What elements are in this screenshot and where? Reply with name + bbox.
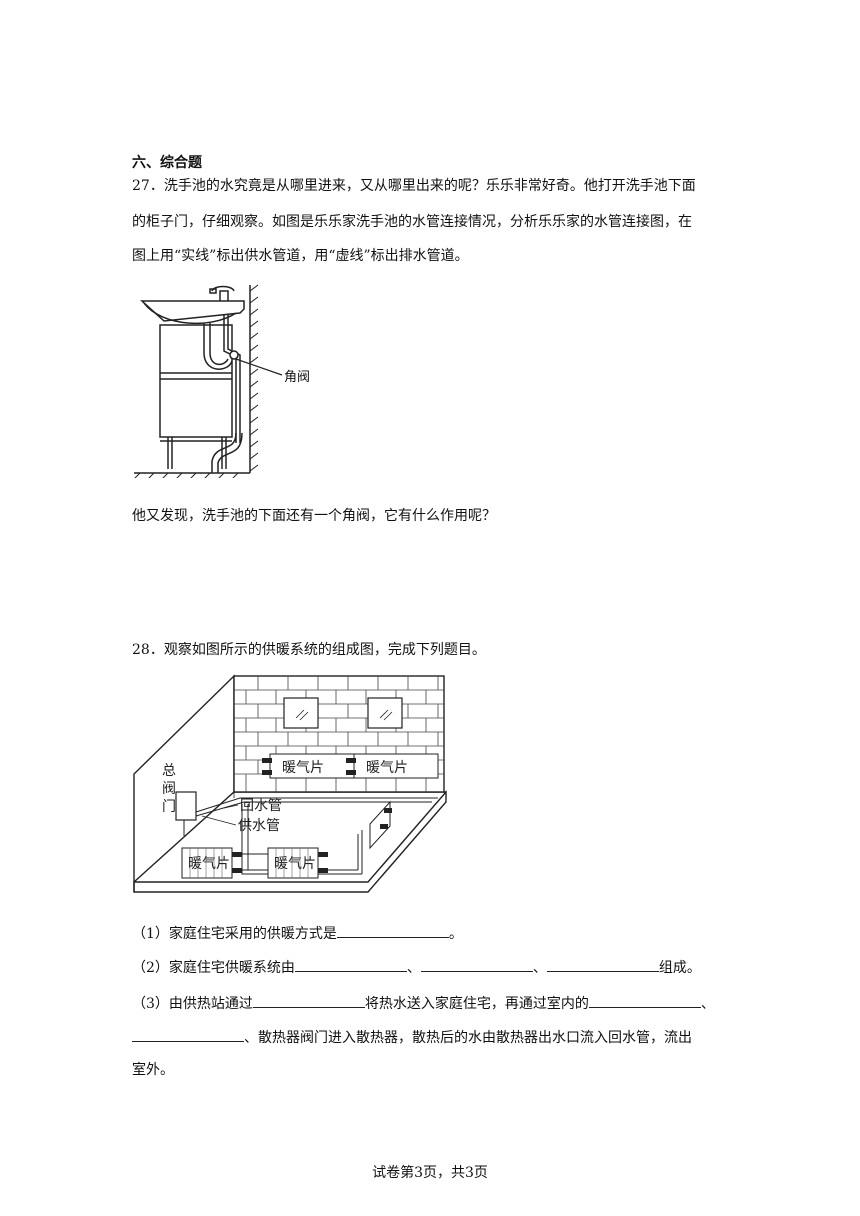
answer-blank[interactable] — [294, 956, 407, 972]
answer-blank[interactable] — [588, 992, 701, 1008]
q28-sub2: （2）家庭住宅供暖系统由 、 、 组成。 — [132, 956, 701, 978]
q27-text-line2: 的柜子门，仔细观察。如图是乐乐家洗手池的水管连接情况，分析乐乐家的水管连接图，在 — [132, 214, 692, 230]
sub1-suffix: 。 — [448, 926, 463, 942]
sub2-sep1: 、 — [406, 960, 421, 976]
q28-sub3-line1: （3）由供热站通过 将热水送入家庭住宅，再通过室内的 、 — [132, 992, 715, 1014]
radiator-label-back-left: 暖气片 — [282, 760, 324, 776]
section-title: 六、综合题 — [132, 155, 202, 171]
answer-blank[interactable] — [336, 922, 449, 938]
radiator-label-front-left: 暖气片 — [188, 856, 230, 872]
q27-followup: 他又发现，洗手池的下面还有一个角阀，它有什么作用呢？ — [132, 508, 496, 524]
sink-figure: 角阀 — [134, 284, 310, 478]
sub3-prefix: （3）由供热站通过 — [132, 996, 253, 1012]
radiator-label-front-right: 暖气片 — [274, 856, 316, 872]
answer-blank[interactable] — [546, 956, 659, 972]
q28-sub3-line2: 、散热器阀门进入散热器，散热后的水由散热器出水口流入回水管，流出 — [132, 1026, 692, 1048]
sub3-mid: 将热水送入家庭住宅，再通过室内的 — [364, 996, 589, 1012]
return-pipe-label: 回水管 — [240, 798, 282, 814]
answer-blank[interactable] — [252, 992, 365, 1008]
main-valve-label-3: 门 — [162, 799, 176, 815]
sub2-prefix: （2）家庭住宅供暖系统由 — [132, 960, 295, 976]
page-footer: 试卷第3页，共3页 — [372, 1165, 488, 1181]
answer-blank[interactable] — [420, 956, 533, 972]
main-valve-label-2: 阀 — [162, 781, 176, 797]
q28-stem: 28．观察如图所示的供暖系统的组成图，完成下列题目。 — [132, 642, 486, 658]
supply-pipe-label: 供水管 — [238, 818, 280, 834]
q27-text-line3: 图上用“实线”标出供水管道，用“虚线”标出排水管道。 — [132, 248, 469, 264]
sub3-line2-text: 、散热器阀门进入散热器，散热后的水由散热器出水口流入回水管，流出 — [244, 1030, 692, 1046]
main-valve-label-1: 总 — [162, 763, 176, 779]
q28-sub1: （1）家庭住宅采用的供暖方式是 。 — [132, 922, 463, 944]
valve-label: 角阀 — [284, 370, 310, 385]
heating-figure: 总 阀 门 回水管 供水管 暖气片 暖气片 暖气片 暖气片 — [133, 674, 447, 893]
sub3-sep: 、 — [700, 996, 715, 1012]
radiator-label-back-right: 暖气片 — [366, 760, 408, 776]
sub2-sep2: 、 — [532, 960, 547, 976]
answer-blank[interactable] — [132, 1026, 244, 1042]
q27-text-line1: 27．洗手池的水究竟是从哪里进来，又从哪里出来的呢？乐乐非常好奇。他打开洗手池下… — [132, 178, 696, 194]
sub1-prefix: （1）家庭住宅采用的供暖方式是 — [132, 926, 337, 942]
q28-sub3-line3: 室外。 — [132, 1062, 174, 1078]
sub2-suffix: 组成。 — [658, 960, 701, 976]
